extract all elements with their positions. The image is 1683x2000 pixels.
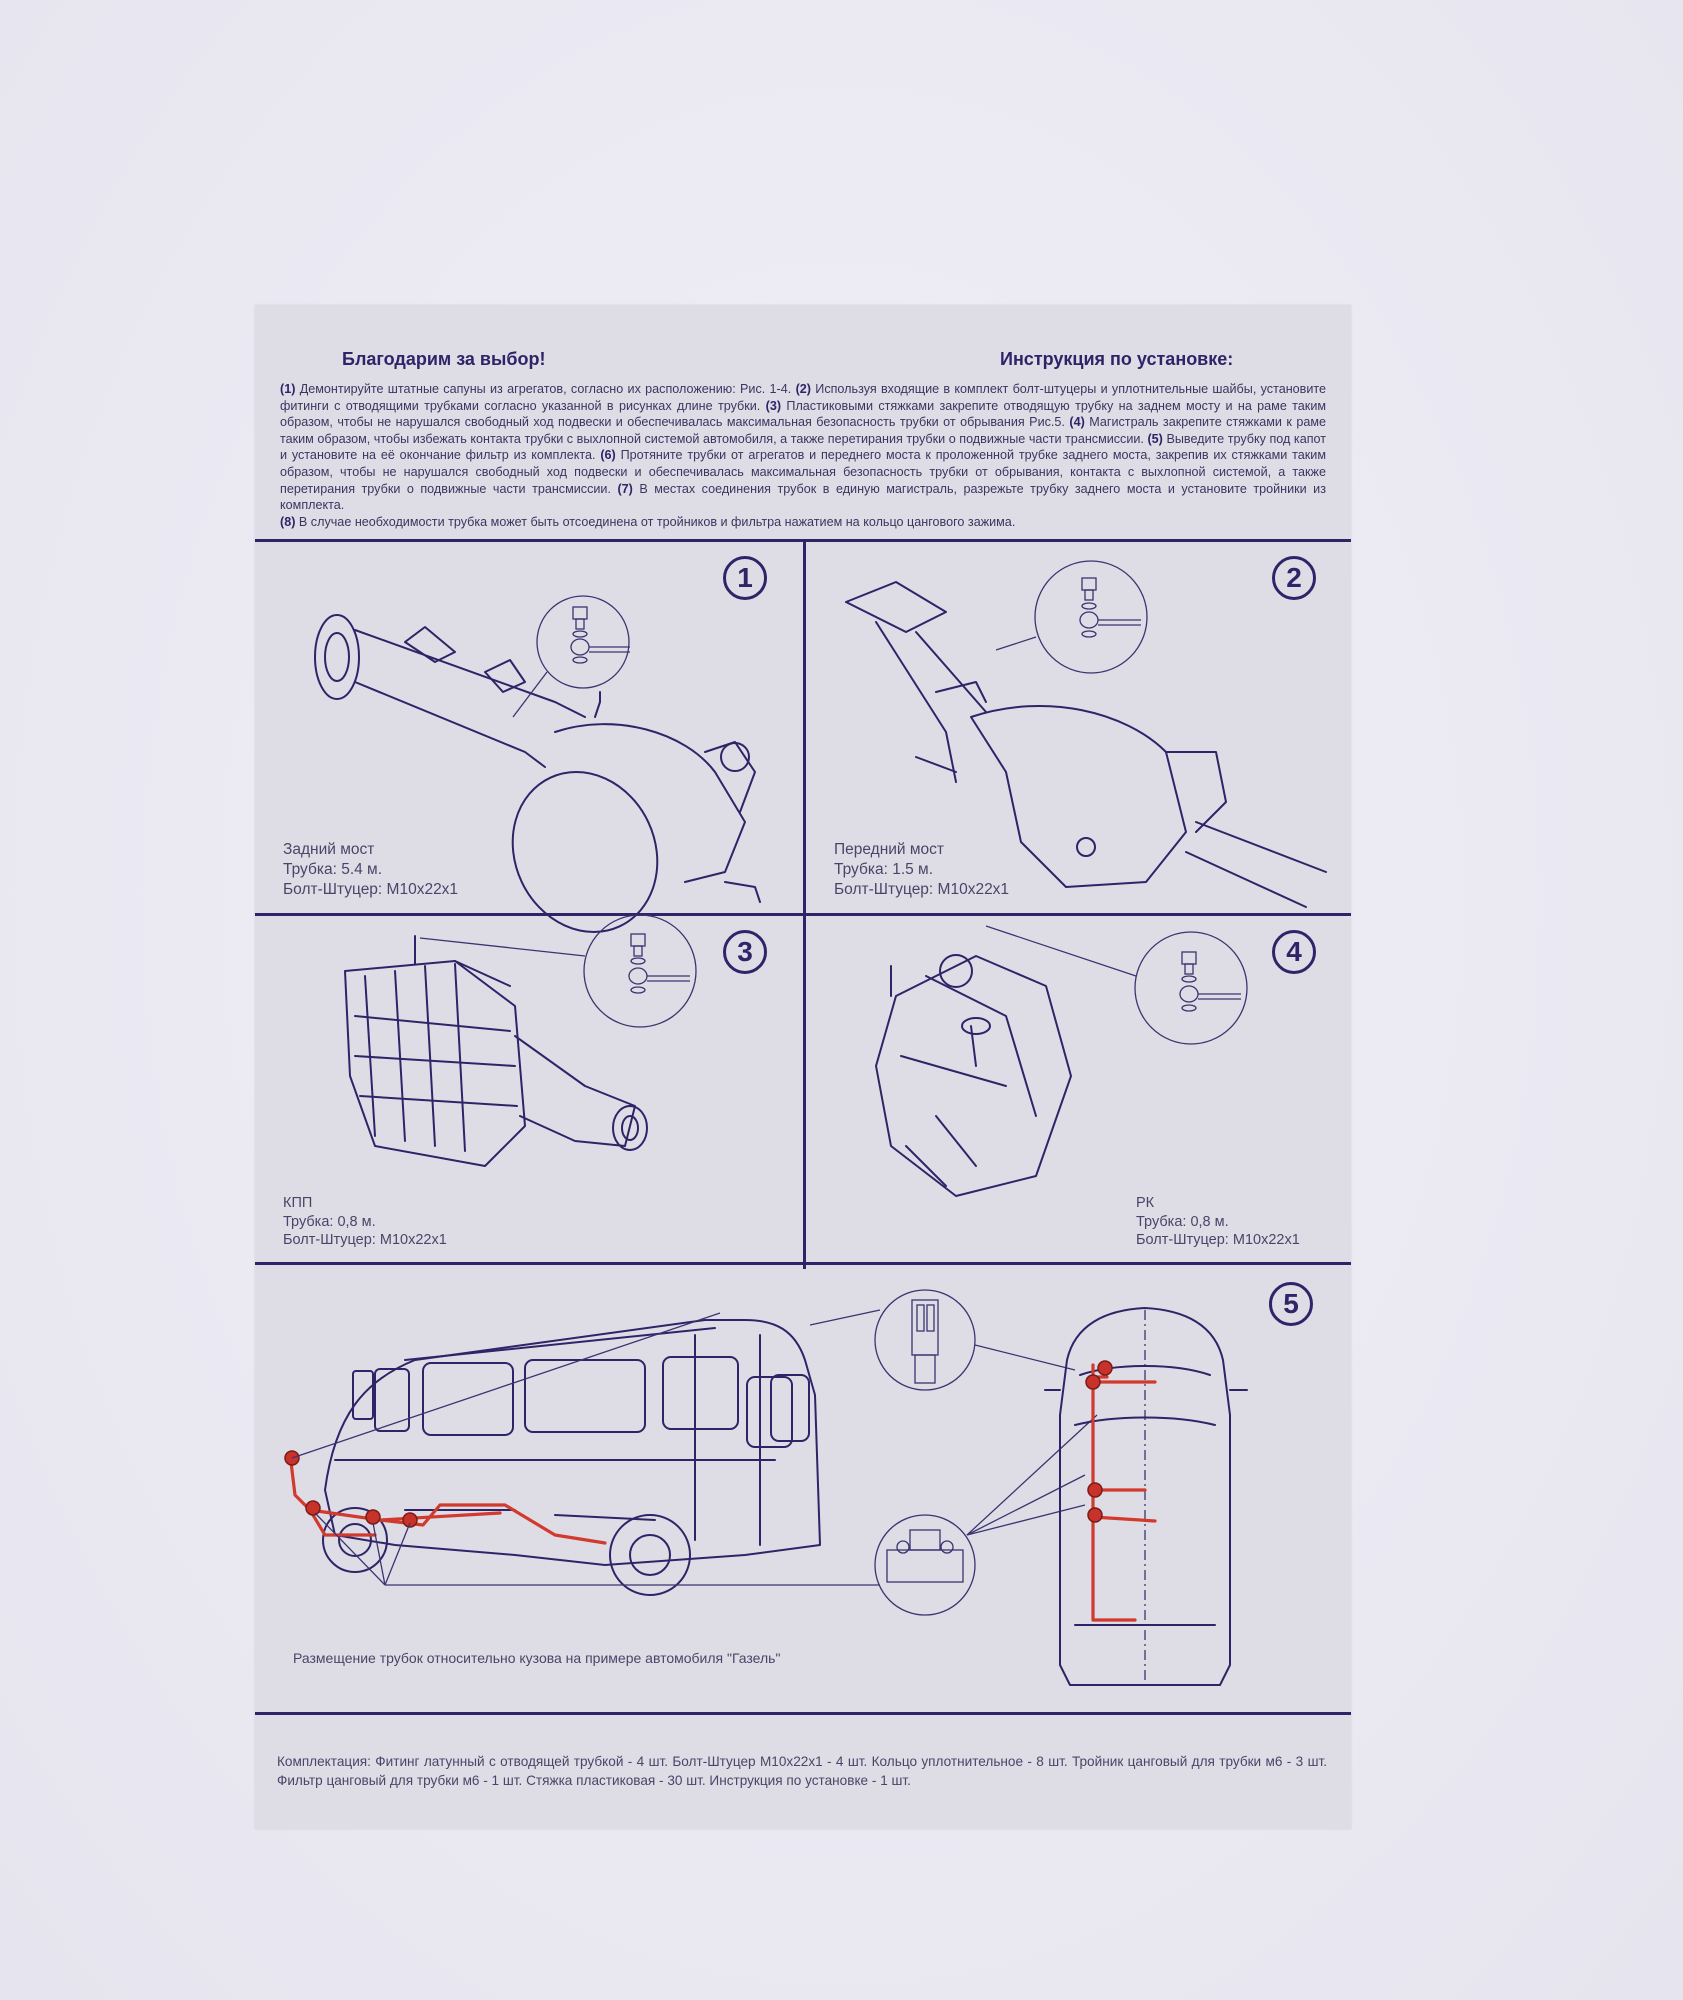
- panel-3-badge: 3: [723, 930, 767, 974]
- panel-1-caption: Задний мост Трубка: 5.4 м. Болт-Штуцер: …: [283, 840, 458, 900]
- panel-2-bolt: Болт-Штуцер: M10x22x1: [834, 881, 1010, 898]
- panel-2-badge: 2: [1272, 556, 1316, 600]
- panel-1-name: Задний мост: [283, 841, 375, 858]
- divider-vertical: [803, 539, 806, 1269]
- step-2-text: Используя входящие в комплект болт-штуце…: [280, 382, 1327, 413]
- panel-4-caption: РК Трубка: 0,8 м. Болт-Штуцер: M10x22x1: [1136, 1194, 1300, 1250]
- panel-3-tube: Трубка: 0,8 м.: [283, 1213, 376, 1230]
- instruction-title: Инструкция по установке:: [1000, 349, 1234, 369]
- step-1-num: (1): [280, 382, 296, 396]
- panel-3-bolt: Болт-Штуцер: M10x22x1: [283, 1232, 447, 1248]
- rear-axle-drawing: [314, 595, 761, 933]
- panel-4-bolt: Болт-Штуцер: M10x22x1: [1136, 1232, 1300, 1248]
- kit-contents: Комплектация: Фитинг латунный с отводяще…: [277, 1754, 1327, 1788]
- divider-bottom: [255, 1712, 1351, 1715]
- step-4-num: (4): [1069, 415, 1085, 430]
- panel-3-name: КПП: [283, 1195, 313, 1211]
- panel-front-axle: 2: [806, 542, 1351, 913]
- panel-4-badge: 4: [1272, 930, 1316, 974]
- step-7-num: (7): [617, 481, 633, 496]
- gazelle-van-drawing: [284, 1289, 1248, 1686]
- gearbox-drawing: [344, 914, 697, 1167]
- panel-4-name: РК: [1136, 1195, 1155, 1211]
- divider-row-2: [255, 1262, 1351, 1265]
- step-2-num: (2): [795, 382, 811, 396]
- step-5-num: (5): [1147, 431, 1163, 446]
- panel-2-tube: Трубка: 1.5 м.: [834, 861, 934, 878]
- panel-2-caption: Передний мост Трубка: 1.5 м. Болт-Штуцер…: [834, 840, 1009, 900]
- panel-gearbox: 3 КПП: [255, 914, 803, 1262]
- panel-1-badge: 1: [723, 556, 767, 600]
- step-8-num: (8): [280, 514, 296, 529]
- panel-3-caption: КПП Трубка: 0,8 м. Болт-Штуцер: M10x22x1: [283, 1194, 447, 1250]
- step-4-text: Магистраль закрепите стяжками к раме так…: [280, 415, 1327, 446]
- divider-row-1: [255, 913, 1351, 916]
- panel-2-name: Передний мост: [834, 841, 945, 858]
- step-3-text: Пластиковыми стяжками закрепите отводящу…: [280, 398, 1327, 430]
- step-8-text: В случае необходимости трубка может быть…: [298, 514, 1016, 529]
- panel-5-badge: 5: [1269, 1282, 1313, 1326]
- step-5-text: Выведите трубку под капот и установите н…: [280, 431, 1327, 463]
- instruction-steps: (1) Демонтируйте штатные сапуны из агрег…: [280, 381, 1326, 530]
- transfer-case-drawing: [875, 925, 1248, 1197]
- thanks-heading: Благодарим за выбор!: [342, 349, 546, 369]
- step-3-num: (3): [765, 398, 782, 413]
- panel-4-tube: Трубка: 0,8 м.: [1136, 1213, 1229, 1230]
- step-7-text: В местах соединения трубок в единую маги…: [280, 481, 1326, 513]
- instruction-sheet: Благодарим за выбор! Инструкция по устан…: [255, 305, 1351, 1829]
- front-axle-drawing: [845, 560, 1327, 908]
- step-1-text: Демонтируйте штатные сапуны из агрегатов…: [299, 382, 792, 396]
- panel-1-bolt: Болт-Штуцер: M10x22x1: [283, 881, 459, 898]
- panel-1-tube: Трубка: 5.4 м.: [283, 861, 383, 878]
- step-6-text: Протяните трубки от агрегатов и переднег…: [280, 448, 1327, 496]
- panel-vehicle-layout: 5: [255, 1265, 1351, 1712]
- panel-rear-axle: 1: [255, 542, 803, 933]
- panel-transfer-case: 4 РК: [806, 916, 1351, 1262]
- step-6-num: (6): [600, 448, 616, 463]
- panel-5-caption: Размещение трубок относительно кузова на…: [293, 1650, 781, 1666]
